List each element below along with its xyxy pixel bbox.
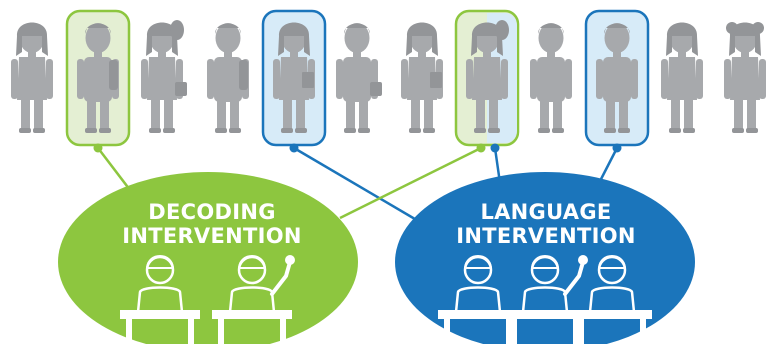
seated-student-icon bbox=[228, 255, 295, 314]
desk-icon bbox=[572, 310, 652, 344]
language-connector-dot bbox=[490, 143, 500, 153]
language-label-line1: LANGUAGE bbox=[480, 200, 611, 224]
language-connector bbox=[293, 146, 421, 224]
student-figure-icon bbox=[273, 22, 315, 133]
seated-student-icon bbox=[588, 255, 636, 314]
student-figure-icon bbox=[336, 23, 382, 133]
language-label-line2: INTERVENTION bbox=[456, 224, 636, 248]
decoding-connector bbox=[339, 146, 482, 220]
decoding-label-line2: INTERVENTION bbox=[122, 224, 302, 248]
seated-student-icon bbox=[521, 255, 588, 314]
desk-icon bbox=[120, 310, 200, 344]
seated-student-icon bbox=[454, 255, 502, 314]
desk-icon bbox=[505, 310, 585, 344]
desk-icon bbox=[212, 310, 292, 344]
student-figure-icon bbox=[724, 22, 766, 133]
student-figure-icon bbox=[207, 23, 249, 133]
student-figure-icon bbox=[466, 20, 509, 133]
seated-students bbox=[120, 255, 652, 344]
student-figure-icon bbox=[77, 23, 119, 133]
seated-student-icon bbox=[136, 255, 184, 314]
desk-icon bbox=[438, 310, 518, 344]
decoding-connector bbox=[97, 147, 131, 191]
language-connector-dot bbox=[612, 143, 622, 153]
connector-lines bbox=[93, 143, 622, 224]
decoding-label-line1: DECODING bbox=[148, 200, 276, 224]
decoding-intervention-oval bbox=[58, 172, 358, 344]
student-figure-icon bbox=[141, 20, 187, 133]
student-row bbox=[11, 20, 766, 133]
student-figure-icon bbox=[11, 22, 53, 133]
language-connector-dot bbox=[289, 143, 299, 153]
decoding-connector-dot bbox=[476, 143, 486, 153]
student-figure-icon bbox=[530, 23, 572, 133]
student-figure-icon bbox=[661, 22, 703, 133]
decoding-connector-dot bbox=[93, 143, 103, 153]
student-figure-icon bbox=[596, 23, 638, 133]
student-figure-icon bbox=[401, 22, 443, 133]
